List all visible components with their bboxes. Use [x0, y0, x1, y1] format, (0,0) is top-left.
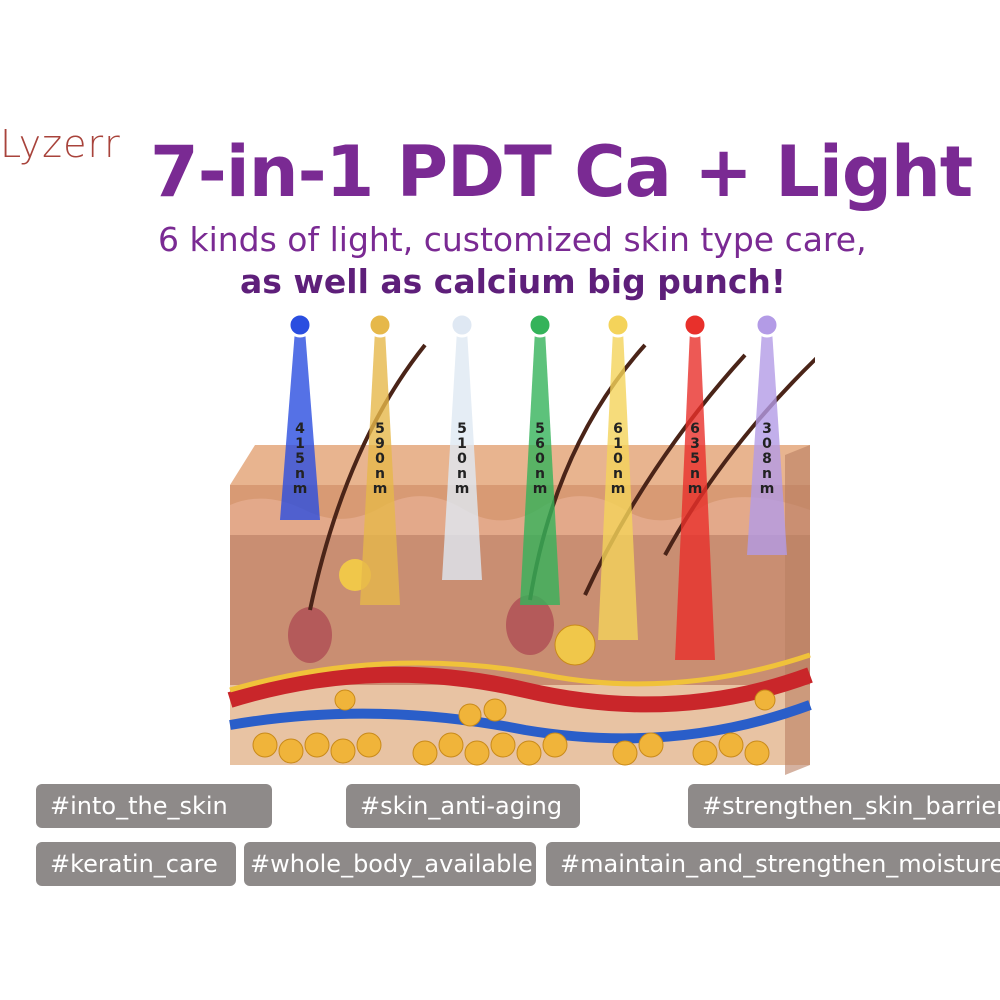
light-source-590nm — [367, 312, 393, 338]
brand-logo: Lyzerr — [0, 122, 121, 166]
tag-into-the-skin: #into_the_skin — [36, 784, 272, 828]
tag-strengthen-skin-barrier: #strengthen_skin_barrier — [688, 784, 1000, 828]
tag-maintain-and-strengthen-moisture: #maintain_and_strengthen_moisture — [546, 842, 1000, 886]
skin-cross-section — [227, 343, 815, 775]
light-source-415nm — [287, 312, 313, 338]
light-beam-635nm — [675, 330, 715, 660]
tag-keratin-care: #keratin_care — [36, 842, 236, 886]
subtitle-line-2: as well as calcium big punch! — [240, 262, 786, 301]
light-beam-560nm — [520, 330, 560, 605]
light-beam-590nm — [360, 330, 400, 605]
light-beam-308nm — [747, 330, 787, 555]
page-title: 7-in-1 PDT Ca + Light — [150, 131, 973, 213]
light-beam-610nm — [598, 330, 638, 640]
light-beam-415nm — [280, 330, 320, 520]
light-source-635nm — [682, 312, 708, 338]
light-source-510nm — [449, 312, 475, 338]
tag-skin-anti-aging: #skin_anti-aging — [346, 784, 580, 828]
light-source-560nm — [527, 312, 553, 338]
light-source-308nm — [754, 312, 780, 338]
tag-whole-body-available: #whole_body_available — [244, 842, 536, 886]
light-source-610nm — [605, 312, 631, 338]
subtitle-line-1: 6 kinds of light, customized skin type c… — [158, 220, 867, 259]
light-beam-510nm — [442, 330, 482, 580]
